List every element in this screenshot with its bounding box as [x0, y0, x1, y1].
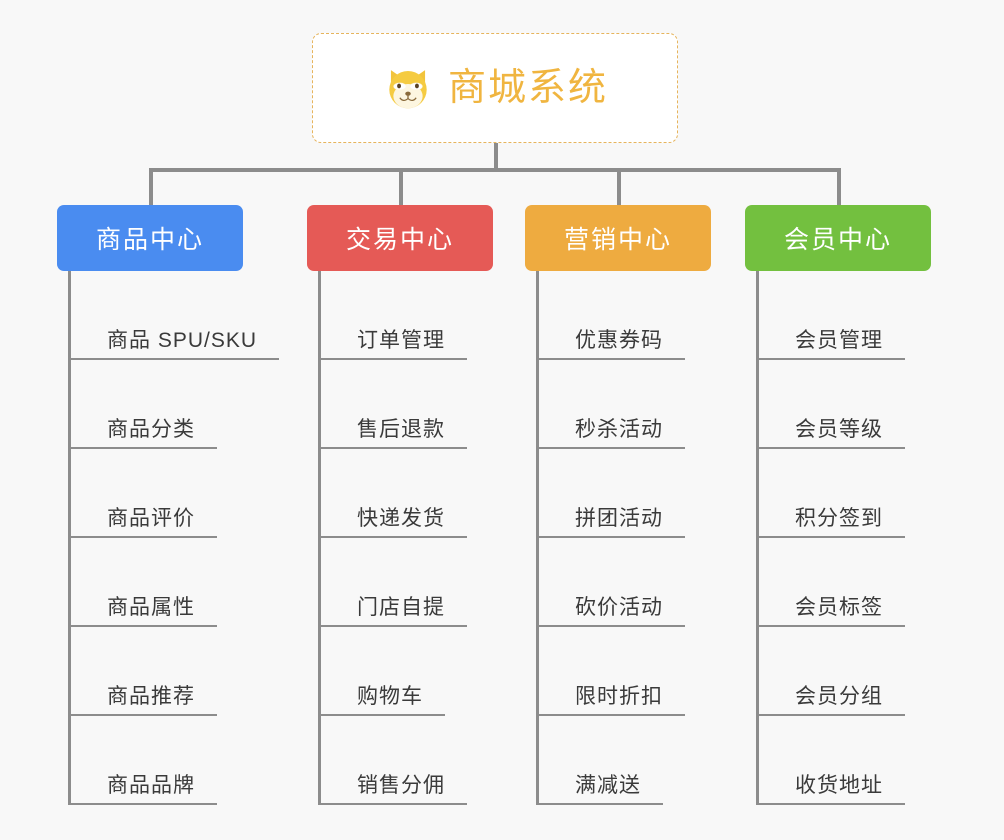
leaf-label: 满减送: [539, 774, 663, 805]
list-item[interactable]: 会员分组: [759, 627, 931, 716]
list-item[interactable]: 商品推荐: [71, 627, 279, 716]
list-item[interactable]: 会员管理: [759, 271, 931, 360]
category-label-1: 商品中心: [95, 226, 204, 254]
leaf-label: 商品评价: [71, 507, 217, 538]
connector-drop-1: [149, 168, 153, 208]
category-column-3: 营销中心 优惠券码 秒杀活动 拼团活动 砍价活动 限时折扣 满减送: [525, 205, 711, 805]
category-label-2: 交易中心: [345, 226, 454, 254]
connector-drop-3: [617, 168, 621, 208]
leaf-label: 优惠券码: [539, 329, 685, 360]
leaf-label: 限时折扣: [539, 685, 685, 716]
leaf-label: 商品分类: [71, 418, 217, 449]
category-column-4: 会员中心 会员管理 会员等级 积分签到 会员标签 会员分组 收货地址: [745, 205, 931, 805]
list-item[interactable]: 满减送: [539, 716, 711, 805]
list-item[interactable]: 会员标签: [759, 538, 931, 627]
list-item[interactable]: 销售分佣: [321, 716, 493, 805]
leaf-label: 会员等级: [759, 418, 905, 449]
list-item[interactable]: 快递发货: [321, 449, 493, 538]
dog-face-icon: [382, 62, 434, 114]
leaf-label: 会员分组: [759, 685, 905, 716]
leaf-label: 售后退款: [321, 418, 467, 449]
list-item[interactable]: 购物车: [321, 627, 493, 716]
list-item[interactable]: 秒杀活动: [539, 360, 711, 449]
list-item[interactable]: 商品评价: [71, 449, 279, 538]
list-item[interactable]: 优惠券码: [539, 271, 711, 360]
list-item[interactable]: 售后退款: [321, 360, 493, 449]
leaf-label: 积分签到: [759, 507, 905, 538]
leaf-label: 购物车: [321, 685, 445, 716]
leaf-label: 商品 SPU/SKU: [71, 329, 280, 360]
leaf-label: 会员管理: [759, 329, 905, 360]
list-item[interactable]: 商品品牌: [71, 716, 279, 805]
list-item[interactable]: 商品分类: [71, 360, 279, 449]
leaf-label: 秒杀活动: [539, 418, 685, 449]
leaf-label: 拼团活动: [539, 507, 685, 538]
connector-bus: [149, 168, 841, 172]
root-node[interactable]: 商城系统: [312, 33, 678, 143]
list-item[interactable]: 限时折扣: [539, 627, 711, 716]
leaf-label: 商品属性: [71, 596, 217, 627]
leaf-label: 收货地址: [759, 774, 905, 805]
leaf-label: 会员标签: [759, 596, 905, 627]
list-item[interactable]: 拼团活动: [539, 449, 711, 538]
leaf-label: 订单管理: [321, 329, 467, 360]
list-item[interactable]: 门店自提: [321, 538, 493, 627]
list-item[interactable]: 商品属性: [71, 538, 279, 627]
category-card-2[interactable]: 交易中心: [307, 205, 493, 271]
leaf-label: 快递发货: [321, 507, 467, 538]
leaf-label: 销售分佣: [321, 774, 467, 805]
category-label-3: 营销中心: [563, 226, 672, 254]
category-column-1: 商品中心 商品 SPU/SKU 商品分类 商品评价 商品属性 商品推荐 商品品牌: [57, 205, 280, 805]
connector-drop-2: [399, 168, 403, 208]
connector-root-stem: [494, 143, 498, 171]
list-item[interactable]: 积分签到: [759, 449, 931, 538]
root-title: 商城系统: [447, 67, 608, 109]
leaf-label: 商品推荐: [71, 685, 217, 716]
category-card-1[interactable]: 商品中心: [57, 205, 243, 271]
leaf-label: 商品品牌: [71, 774, 217, 805]
category-card-3[interactable]: 营销中心: [525, 205, 711, 271]
list-item[interactable]: 订单管理: [321, 271, 493, 360]
list-item[interactable]: 商品 SPU/SKU: [71, 271, 280, 360]
leaf-list-1: 商品 SPU/SKU 商品分类 商品评价 商品属性 商品推荐 商品品牌: [68, 271, 280, 805]
leaf-label: 砍价活动: [539, 596, 685, 627]
connector-drop-4: [837, 168, 841, 208]
leaf-list-4: 会员管理 会员等级 积分签到 会员标签 会员分组 收货地址: [756, 271, 931, 805]
category-label-4: 会员中心: [783, 226, 892, 254]
leaf-list-2: 订单管理 售后退款 快递发货 门店自提 购物车 销售分佣: [318, 271, 493, 805]
list-item[interactable]: 收货地址: [759, 716, 931, 805]
leaf-list-3: 优惠券码 秒杀活动 拼团活动 砍价活动 限时折扣 满减送: [536, 271, 711, 805]
list-item[interactable]: 会员等级: [759, 360, 931, 449]
category-card-4[interactable]: 会员中心: [745, 205, 931, 271]
leaf-label: 门店自提: [321, 596, 467, 627]
list-item[interactable]: 砍价活动: [539, 538, 711, 627]
category-column-2: 交易中心 订单管理 售后退款 快递发货 门店自提 购物车 销售分佣: [307, 205, 493, 805]
